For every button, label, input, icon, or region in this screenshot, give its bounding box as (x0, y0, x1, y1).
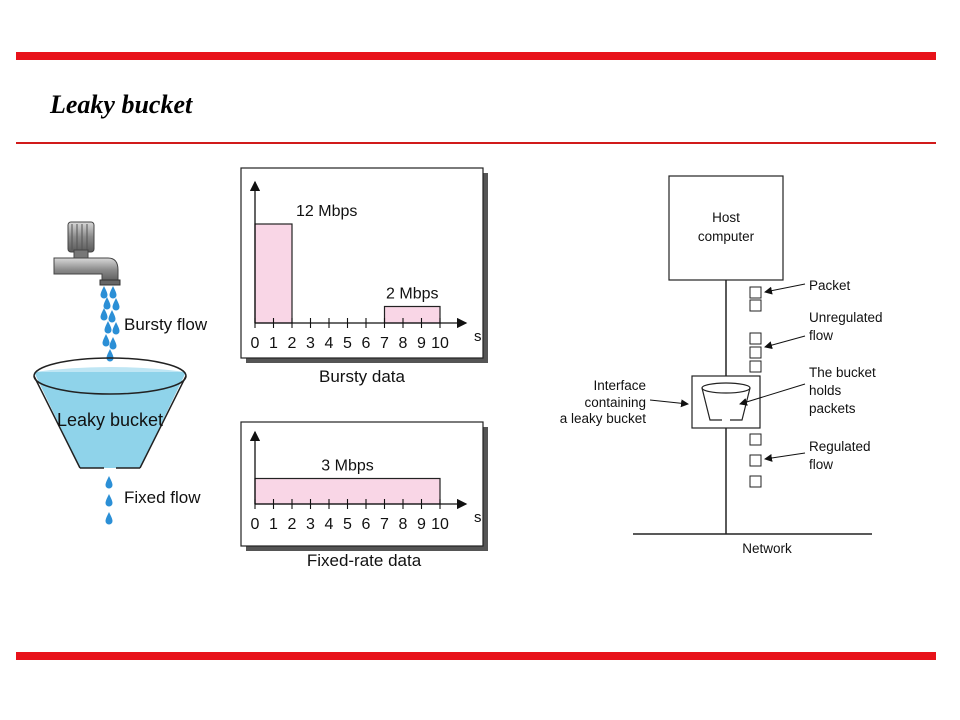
fixed-water-drops (105, 476, 113, 525)
x-tick-label: 3 (306, 335, 315, 352)
unregulated-label-line2: flow (809, 328, 833, 343)
unregulated-label-line1: Unregulated (809, 310, 883, 325)
packet (749, 454, 762, 467)
bursty-chart-title: Bursty data (319, 367, 406, 386)
x-tick-label: 5 (343, 516, 352, 533)
network-label: Network (742, 541, 792, 556)
bar-value-label: 12 Mbps (296, 203, 357, 220)
host-label-line1: Host (712, 210, 740, 225)
x-tick-label: 2 (288, 516, 297, 533)
x-tick-label: 7 (380, 335, 389, 352)
bucket-label-line1: The bucket (809, 365, 876, 380)
packet-label: Packet (809, 278, 851, 293)
faucet-icon (53, 221, 121, 286)
regulated-label-line2: flow (809, 457, 833, 472)
packet-arrow (764, 283, 806, 295)
x-tick-label: 9 (417, 516, 426, 533)
packet (749, 475, 762, 488)
bursty-flow-label: Bursty flow (124, 315, 208, 334)
packet (749, 299, 762, 312)
packet (749, 433, 762, 446)
x-tick-label: 7 (380, 516, 389, 533)
packet (749, 286, 762, 299)
x-tick-label: 6 (362, 516, 371, 533)
faucet-illustration: Bursty flow Leaky bucket Fixed flow (33, 221, 208, 525)
x-tick-label: 2 (288, 335, 297, 352)
x-tick-label: 0 (251, 516, 260, 533)
x-tick-label: 4 (325, 516, 334, 533)
host-label-line2: computer (698, 229, 755, 244)
chart-bar (254, 223, 293, 324)
fixed-flow-label: Fixed flow (124, 488, 201, 507)
x-tick-label: 9 (417, 335, 426, 352)
fixed-rate-chart-title: Fixed-rate data (307, 551, 422, 570)
x-tick-label: 1 (269, 516, 278, 533)
packet (749, 346, 762, 359)
bucket-label-line3: packets (809, 401, 856, 416)
x-tick-label: 10 (431, 335, 449, 352)
title-underline (16, 142, 936, 144)
packet-squares (749, 286, 762, 488)
host-computer-box (668, 175, 784, 281)
bar-value-label: 2 Mbps (386, 286, 438, 303)
x-tick-label: 3 (306, 516, 315, 533)
x-tick-label: 1 (269, 335, 278, 352)
x-unit-label: s (474, 509, 482, 526)
unregulated-arrow (764, 335, 806, 350)
packet (749, 332, 762, 345)
regulated-arrow (764, 452, 806, 462)
bursty-water-drops (100, 286, 120, 362)
x-tick-label: 8 (399, 516, 408, 533)
interface-label-line3: a leaky bucket (560, 411, 647, 426)
interface-arrow (649, 399, 689, 408)
bar-value-label: 3 Mbps (321, 458, 373, 475)
x-tick-label: 10 (431, 516, 449, 533)
regulated-label-line1: Regulated (809, 439, 871, 454)
bucket-inside-interface-icon (701, 382, 751, 421)
leaky-bucket-icon (33, 357, 187, 469)
bottom-accent-bar (16, 652, 936, 660)
x-tick-label: 6 (362, 335, 371, 352)
x-tick-label: 5 (343, 335, 352, 352)
interface-label-line1: Interface (593, 378, 646, 393)
bucket-arrow (739, 383, 806, 406)
interface-label-line2: containing (584, 395, 646, 410)
leaky-bucket-label: Leaky bucket (57, 410, 163, 430)
chart-bar (383, 305, 441, 324)
packet (749, 360, 762, 373)
x-tick-label: 8 (399, 335, 408, 352)
top-accent-bar (16, 52, 936, 60)
bucket-label-line2: holds (809, 383, 842, 398)
x-unit-label: s (474, 328, 482, 345)
slide-title: Leaky bucket (50, 90, 193, 119)
x-tick-label: 0 (251, 335, 260, 352)
x-tick-label: 4 (325, 335, 334, 352)
network-diagram: Host computer Packet Unregulated flow I (560, 175, 883, 556)
